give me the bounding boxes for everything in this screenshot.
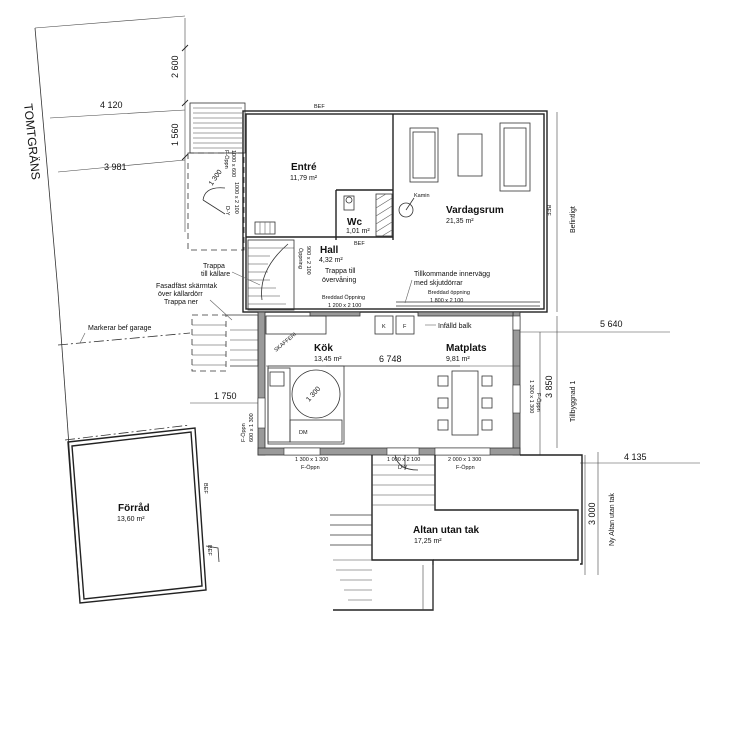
- room-matplats: Infälld balk Matplats 9,81 m²: [425, 323, 493, 436]
- dy-entrance: D-Y: [224, 206, 230, 216]
- r1300-kitchen: 1 300: [305, 386, 322, 404]
- tillbyggnad-label: Tillbyggnad 1: [570, 381, 577, 422]
- room-hall: Hall 4,32 m² Öppning 900 x 2 100 Trappa …: [201, 239, 365, 311]
- trappa-over-1: Trappa till: [325, 268, 356, 275]
- entrance-stair: 1 300 D-Y 1000 x 2 100 F-Öppn 1000 x 600: [187, 102, 246, 251]
- room-kok: SKAFFERI 1 300 DM K F Kök 13,45 m²: [265, 315, 460, 445]
- breddad-2-size: 1 800 x 2 100: [430, 298, 463, 304]
- dim-3850: 3 850: [544, 375, 554, 398]
- f-oppn-b: F-Öppn: [456, 464, 475, 471]
- breddad-2: Breddad öppning: [428, 290, 470, 296]
- kok-area: 13,45 m²: [314, 356, 342, 363]
- extension-dimensions: 5 640 6 748 3 850 1 750 4 135 3 000: [190, 319, 700, 575]
- altan-area: 17,25 m²: [414, 538, 442, 545]
- skafferi-label: SKAFFERI: [273, 331, 298, 353]
- dim-2600: 2 600: [170, 55, 180, 78]
- win-1300b: 1 300 x 1 300: [528, 380, 534, 413]
- dim-1560: 1 560: [170, 123, 180, 146]
- forrad-area: 13,60 m²: [117, 516, 145, 523]
- dy-altan: D-Y: [398, 465, 408, 471]
- forrad-name: Förråd: [118, 502, 150, 514]
- room-wc: Wc 1,01 m²: [343, 193, 393, 237]
- room-forrad: Förråd 13,60 m² BEF BEF: [67, 427, 220, 604]
- room-entre: Entré 11,79 m²: [254, 162, 318, 235]
- ny-altan-label: Ny Altan utan tak: [609, 493, 616, 546]
- hall-area: 4,32 m²: [319, 257, 343, 264]
- markerar-garage: Markerar bef garage: [88, 325, 152, 332]
- extension-walls: [257, 311, 521, 456]
- wc-name: Wc: [347, 217, 362, 228]
- infalld-balk: Infälld balk: [438, 323, 472, 330]
- breddad-1: Breddad Öppning: [322, 294, 365, 301]
- vardagsrum-name: Vardagsrum: [446, 205, 504, 216]
- entre-area: 11,79 m²: [290, 175, 318, 182]
- oppning-hall-2: 900 x 2 100: [305, 246, 311, 275]
- altan-name: Altan utan tak: [413, 525, 480, 536]
- dim-4120: 4 120: [100, 100, 123, 110]
- dim-3981: 3 981: [104, 162, 127, 172]
- tillkommande-2: med skjutdörrar: [414, 280, 463, 287]
- trappa-ner: Trappa ner: [164, 299, 199, 306]
- vardagsrum-area: 21,35 m²: [446, 218, 474, 225]
- befintligt-label: Befintligt: [570, 206, 577, 233]
- kok-name: Kök: [314, 343, 333, 354]
- breddad-1-size: 1 200 x 2 100: [328, 303, 361, 309]
- door-1000-entrance: 1000 x 2 100: [233, 182, 239, 214]
- bef-right: BEF: [545, 205, 551, 216]
- right-side-labels: Befintligt Tillbyggnad 1 Ny Altan utan t…: [556, 112, 616, 575]
- r1300-entrance: 1 300: [208, 169, 224, 187]
- matplats-area: 9,81 m²: [446, 356, 470, 363]
- door-1000b: 1 000 x 2 100: [387, 457, 420, 463]
- dim-3000: 3 000: [587, 502, 597, 525]
- f-label: F: [403, 324, 407, 330]
- trappa-ner-area: Fasadfäst skärmtak över källardörr Trapp…: [156, 283, 259, 372]
- bef-forrad-2: BEF: [206, 545, 212, 556]
- dim-6748: 6 748: [379, 354, 402, 364]
- dm-label: DM: [299, 430, 308, 436]
- room-altan: Altan utan tak 17,25 m²: [330, 454, 583, 611]
- annotation-innervagg: Tillkommande innervägg med skjutdörrar B…: [404, 271, 490, 304]
- oppning-hall-1: Öppning: [297, 248, 304, 269]
- kamin-label: Kamin: [414, 193, 430, 199]
- dim-5640: 5 640: [600, 319, 623, 329]
- tomtgrans-label: TOMTGRÄNS: [21, 103, 43, 180]
- dim-1750: 1 750: [214, 391, 237, 401]
- f-oppn-right: F-Öppn: [535, 393, 542, 412]
- trappa-kallare-1: Trappa: [203, 263, 225, 270]
- entre-name: Entré: [291, 162, 317, 173]
- f-oppn-entrance: F-Öppn: [223, 150, 230, 169]
- win-600: 600 x 1 300: [249, 413, 255, 442]
- bef-hall: BEF: [354, 241, 365, 247]
- f-oppn-a: F-Öppn: [301, 464, 320, 471]
- bef-forrad: BEF: [202, 483, 208, 494]
- extension-openings: F-Öppn 600 x 1 300 1 300 x 1 300 F-Öppn …: [240, 380, 542, 471]
- f-oppn-left: F-Öppn: [240, 423, 247, 442]
- wc-area: 1,01 m²: [346, 228, 370, 235]
- tillkommande-1: Tillkommande innervägg: [414, 271, 490, 278]
- matplats-name: Matplats: [446, 343, 487, 354]
- trappa-over-2: övervåning: [322, 276, 356, 284]
- garage-marking: Markerar bef garage: [57, 325, 191, 441]
- fasad-1: Fasadfäst skärmtak: [156, 283, 218, 290]
- k-label: K: [382, 324, 386, 330]
- dim-4135: 4 135: [624, 452, 647, 462]
- hall-name: Hall: [320, 245, 339, 256]
- left-dimensions: 2 600 1 560 4 120 3 981: [100, 18, 189, 232]
- bef-top: BEF: [314, 104, 325, 110]
- win-1300a: 1 300 x 1 300: [295, 457, 328, 463]
- win-2000: 2 000 x 1 300: [448, 457, 481, 463]
- fasad-2: över källardörr: [158, 291, 203, 298]
- trappa-kallare-2: till källare: [201, 271, 230, 278]
- existing-house-walls: BEF BEF: [242, 104, 551, 313]
- win-1000-entrance: 1000 x 600: [230, 150, 236, 177]
- room-vardagsrum: Kamin Vardagsrum 21,35 m²: [398, 122, 531, 225]
